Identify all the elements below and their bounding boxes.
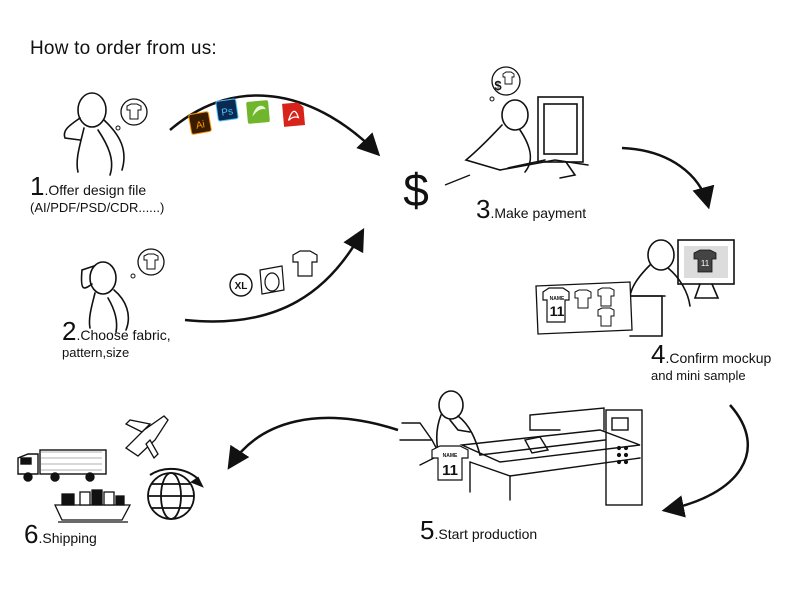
size-badge-label: XL xyxy=(235,281,248,292)
thinking-person-icon xyxy=(63,92,125,176)
step-6-text: .Shipping xyxy=(38,530,97,546)
step-3-number: 3 xyxy=(476,194,491,224)
mockup-sheet-icon: NAME 11 xyxy=(535,281,633,335)
step-4-label: 4.Confirm mockup and mini sample xyxy=(651,341,771,384)
tshirt-bubble-icon xyxy=(115,98,148,131)
step-4-subtext: and mini sample xyxy=(651,368,746,383)
step-5-text: .Start production xyxy=(434,526,538,542)
dollar-bubble-icon: $ xyxy=(489,66,521,102)
step-6-label: 6.Shipping xyxy=(24,521,97,547)
production-jersey-name: NAME xyxy=(443,453,458,459)
step-2-text: .Choose fabric, xyxy=(76,327,171,343)
ai-file-label: Ai xyxy=(195,119,206,131)
bubble-dollar-label: $ xyxy=(494,78,502,93)
arrow-step3-to-step4 xyxy=(621,146,715,210)
arrow-step4-to-step5 xyxy=(661,404,749,518)
truck-icon xyxy=(17,449,107,482)
ai-file-icon: Ai xyxy=(188,111,212,135)
pdf-file-icon xyxy=(282,102,306,127)
mockup-jersey-number: 11 xyxy=(550,303,565,319)
tshirt-bubble-icon xyxy=(130,248,165,279)
step-5-number: 5 xyxy=(420,515,435,545)
step-1-label: 1.Offer design file (AI/PDF/PSD/CDR.....… xyxy=(30,173,164,216)
size-badge-icon: XL xyxy=(229,273,253,297)
fabric-roll-icon xyxy=(259,265,285,295)
step-2-number: 2 xyxy=(62,316,77,346)
monitor-jersey-number: 11 xyxy=(701,259,710,268)
ps-file-icon: Ps xyxy=(215,98,239,122)
step-4-text: .Confirm mockup xyxy=(665,350,772,366)
step-1-subtext: (AI/PDF/PSD/CDR......) xyxy=(30,200,165,215)
arrow-step1-to-step3 xyxy=(169,94,381,157)
production-jersey-number: 11 xyxy=(442,462,458,479)
step-1-number: 1 xyxy=(30,171,45,201)
globe-icon xyxy=(147,467,204,520)
arrow-step5-to-step6 xyxy=(227,416,399,470)
airplane-icon xyxy=(124,415,169,460)
production-jersey-icon: NAME 11 xyxy=(431,445,469,481)
ship-icon xyxy=(53,489,132,523)
mockup-jersey-name: NAME xyxy=(550,296,565,302)
monitor-tshirt-icon: 11 xyxy=(684,246,728,278)
step-1-text: .Offer design file xyxy=(44,182,147,198)
desk-line xyxy=(444,174,471,186)
step-4-number: 4 xyxy=(651,339,666,369)
printer-machine-icon xyxy=(399,407,643,506)
step-2-label: 2.Choose fabric, pattern,size xyxy=(62,318,171,361)
tshirt-icon xyxy=(292,250,318,277)
dollar-icon: $ xyxy=(403,164,429,216)
step-3-text: .Make payment xyxy=(490,205,587,221)
step-2-subtext: pattern,size xyxy=(62,345,130,360)
page-title: How to order from us: xyxy=(30,38,217,59)
step-5-label: 5.Start production xyxy=(420,517,537,543)
step-3-label: 3.Make payment xyxy=(476,196,586,222)
ps-file-label: Ps xyxy=(221,106,234,119)
cdr-file-icon xyxy=(246,100,270,124)
thinking-person-icon xyxy=(80,261,130,333)
step-6-number: 6 xyxy=(24,519,39,549)
arrow-step2-to-step3 xyxy=(184,228,365,323)
computer-desk-icon xyxy=(464,96,589,179)
